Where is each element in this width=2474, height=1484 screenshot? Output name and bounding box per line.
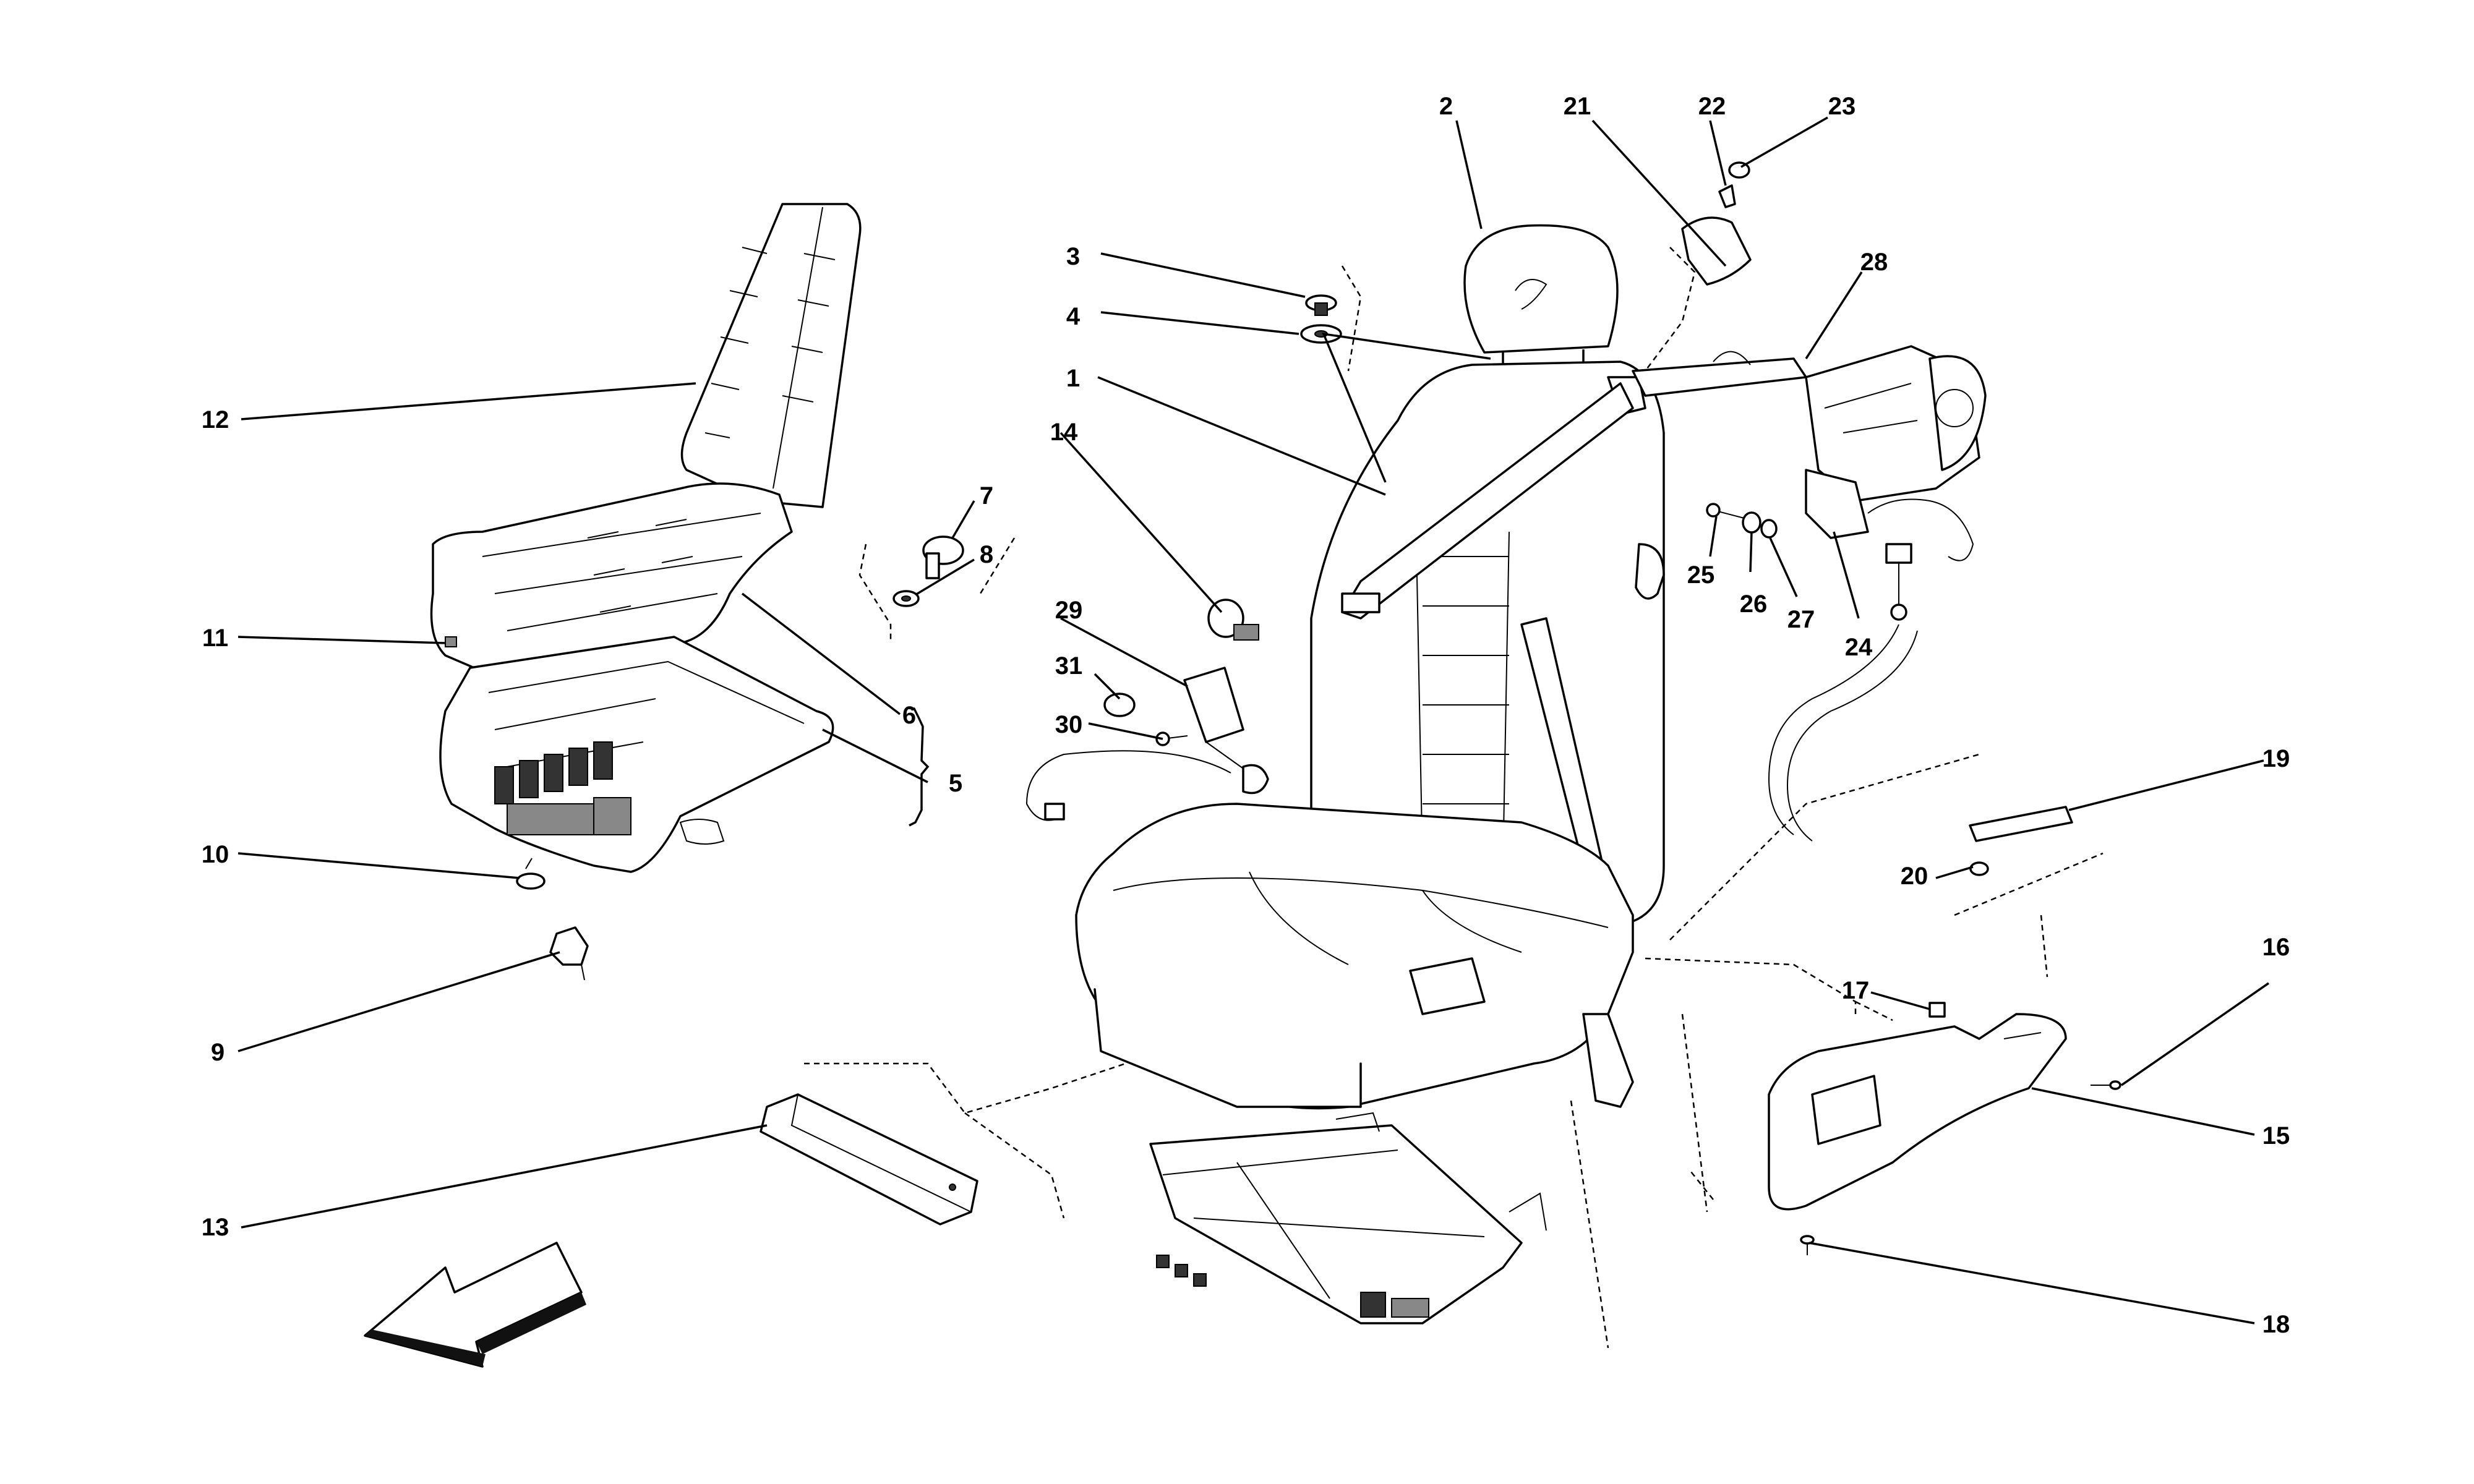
callout-8: 8 xyxy=(980,541,993,568)
handle-19 xyxy=(1969,806,2073,842)
headrest-washer-4 xyxy=(1300,324,1342,344)
callout-23: 23 xyxy=(1828,93,1856,120)
main-seat-frame-rails xyxy=(1149,1112,1547,1324)
left-seat-upholstery-backrest xyxy=(680,203,862,508)
callout-6: 6 xyxy=(902,702,916,729)
callout-26: 26 xyxy=(1740,591,1768,618)
left-seat-clip-11 xyxy=(445,636,457,647)
callout-28: 28 xyxy=(1860,249,1888,276)
callout-2: 2 xyxy=(1439,93,1453,120)
callout-17: 17 xyxy=(1842,977,1870,1004)
belt-buckle-29 xyxy=(1183,667,1269,795)
callout-25: 25 xyxy=(1687,561,1715,589)
callout-13: 13 xyxy=(202,1214,229,1241)
callout-29: 29 xyxy=(1055,597,1083,624)
harness-cable-30 xyxy=(1025,750,1231,821)
screw-16 xyxy=(2091,1080,2121,1090)
callout-24: 24 xyxy=(1845,634,1873,661)
main-seat-belt xyxy=(1341,376,1646,916)
washer-31 xyxy=(1103,693,1136,717)
callout-18: 18 xyxy=(2262,1311,2290,1338)
trim-panel-13 xyxy=(760,1093,978,1226)
callout-12: 12 xyxy=(202,406,229,433)
washer-27 xyxy=(1760,519,1778,539)
callout-21: 21 xyxy=(1564,93,1591,120)
washer-26 xyxy=(1742,511,1761,534)
leader-lines xyxy=(238,116,2269,1324)
main-seat-cushion xyxy=(1075,803,1634,1110)
callout-7: 7 xyxy=(980,482,993,510)
callout-22: 22 xyxy=(1698,93,1726,120)
callout-27: 27 xyxy=(1787,606,1815,633)
callout-9: 9 xyxy=(211,1039,225,1066)
belt-guide-28 xyxy=(1632,351,1807,397)
callout-11: 11 xyxy=(202,625,228,652)
side-trim-panel-15 xyxy=(1768,1013,2067,1211)
left-seat-fastener-10 xyxy=(516,858,546,890)
retractor-assembly-24 xyxy=(1805,345,1987,621)
clip-17 xyxy=(1928,1002,1946,1018)
callout-3: 3 xyxy=(1066,243,1080,270)
assembly-guide-lines xyxy=(804,247,2104,1349)
callout-5: 5 xyxy=(949,770,962,797)
callout-labels: 1 2 3 4 5 6 7 8 9 10 11 12 13 14 15 16 1… xyxy=(202,93,2290,1338)
direction-arrow-icon xyxy=(364,1242,586,1368)
callout-20: 20 xyxy=(1901,863,1928,890)
callout-30: 30 xyxy=(1055,711,1083,738)
left-seat-upholstery-cushion xyxy=(430,482,793,694)
seat-belt-webbing xyxy=(1768,624,1918,842)
callout-31: 31 xyxy=(1055,652,1083,680)
nut-20 xyxy=(1969,861,1989,876)
main-seat-belt-anchor xyxy=(1582,1013,1634,1108)
screw-22 xyxy=(1718,184,1736,208)
main-seat-headrest xyxy=(1463,224,1619,371)
callout-14: 14 xyxy=(1050,419,1078,446)
left-seat-cushion-frame xyxy=(439,636,834,873)
washer-8 xyxy=(892,590,920,607)
screw-18 xyxy=(1800,1235,1815,1255)
callout-4: 4 xyxy=(1066,303,1081,330)
left-seat-fastener-9 xyxy=(549,926,589,981)
callout-15: 15 xyxy=(2262,1122,2290,1149)
fastener-7 xyxy=(922,535,964,579)
seat-knob-14 xyxy=(1207,599,1259,641)
callout-1: 1 xyxy=(1066,365,1080,392)
headrest-bushing-3 xyxy=(1305,294,1337,316)
callout-16: 16 xyxy=(2262,934,2290,961)
callout-19: 19 xyxy=(2262,745,2290,772)
callout-10: 10 xyxy=(202,841,229,868)
bolt-25 xyxy=(1706,503,1745,519)
trim-cover-21 xyxy=(1681,216,1752,286)
